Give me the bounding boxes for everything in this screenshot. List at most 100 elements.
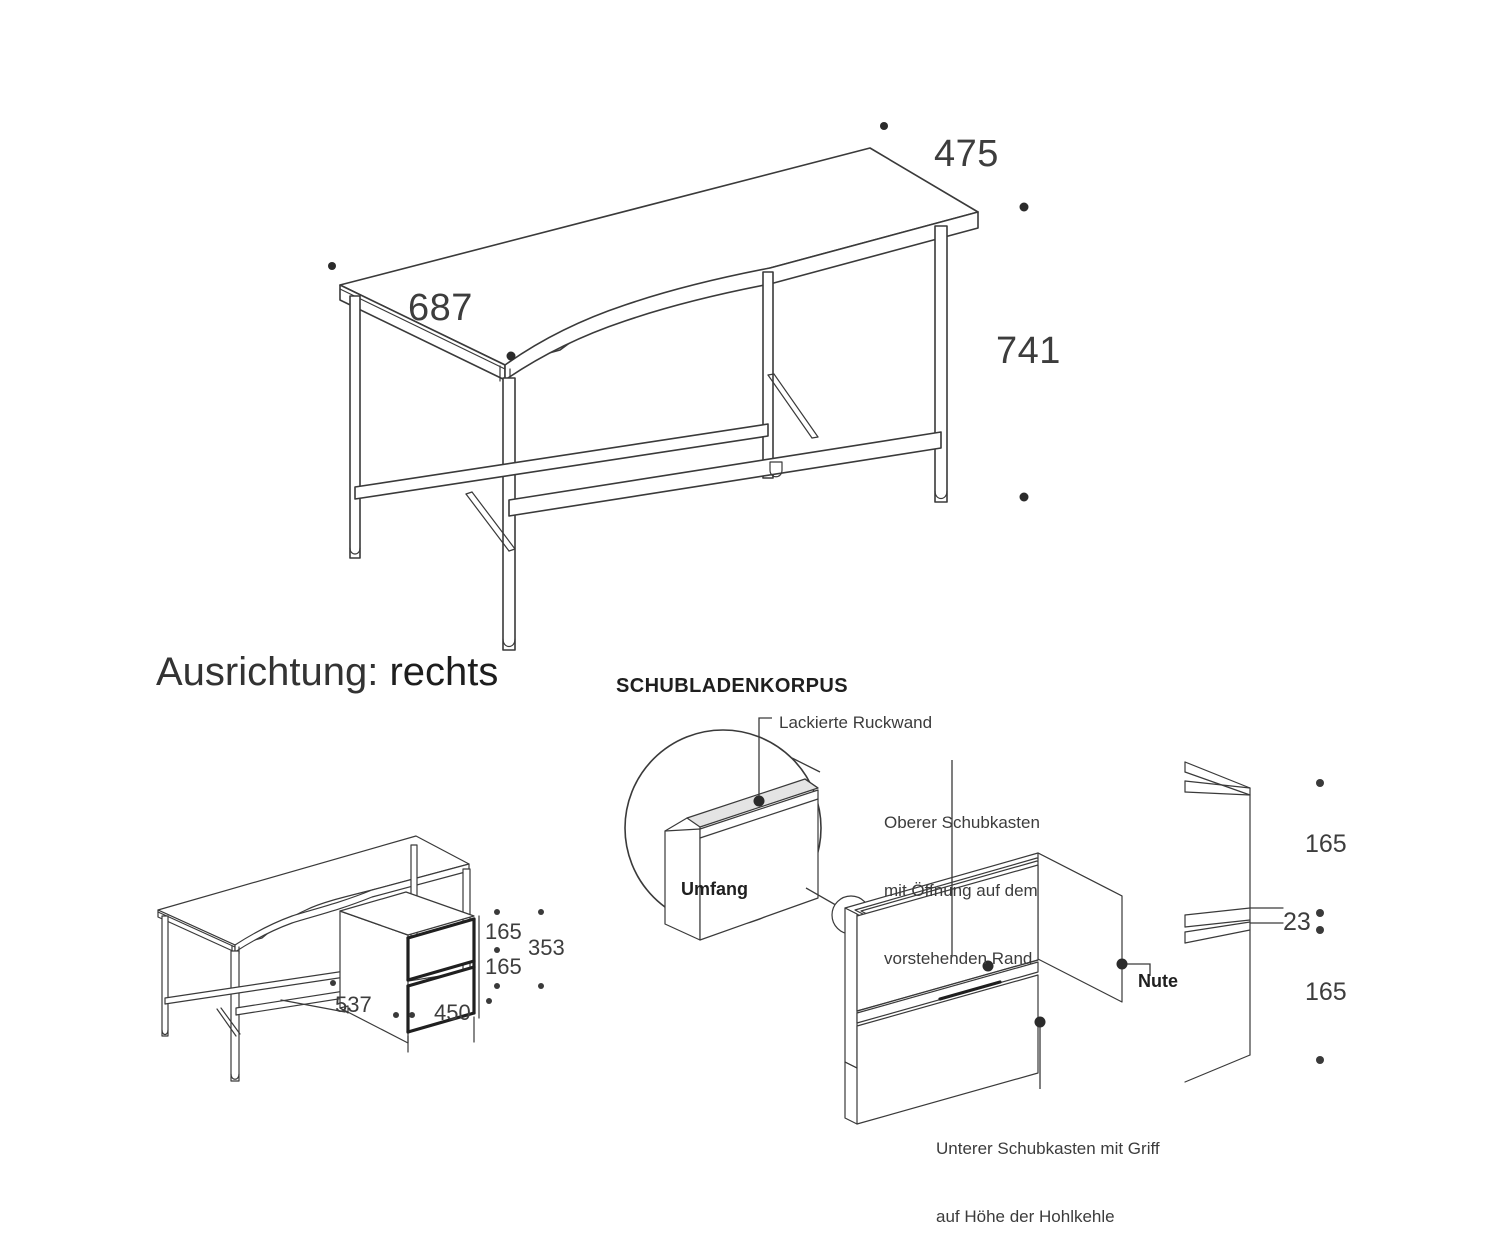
- leg-foot-back-left: [349, 547, 361, 555]
- dim-dot: [1316, 779, 1324, 787]
- handle-recess-shadow: [938, 980, 1002, 1001]
- section-groove-b: [1184, 921, 1251, 944]
- dim-dot: [330, 980, 336, 986]
- brace-right-cap: [767, 373, 819, 439]
- dim-upper-165: 165: [485, 919, 522, 944]
- leg-foot-front-left: [502, 638, 516, 648]
- dim-tick-depth: [339, 1005, 349, 1014]
- dim-height-741: 741: [996, 330, 1061, 372]
- leg-front-right: [934, 225, 948, 503]
- dim-dot: [328, 262, 336, 270]
- brace-left-cap: [465, 491, 516, 552]
- dim-dot: [486, 998, 492, 1004]
- drawer-carcass-isometric: [844, 760, 1151, 1125]
- stretcher-rail-back: [354, 423, 769, 500]
- carcass-bottom-left-edge: [844, 1061, 858, 1125]
- brace-right: [767, 373, 819, 439]
- annotation-upper-drawer-line1: Oberer Schubkasten: [884, 813, 1040, 833]
- detail-panel-groove: [699, 798, 819, 839]
- annotation-upper-drawer-line3: vorstehenden Rand: [884, 948, 1033, 968]
- section-groove: [1184, 907, 1251, 928]
- dim-dot: [538, 983, 544, 989]
- dim-dot: [1316, 909, 1324, 917]
- leg-back-left: [349, 295, 361, 559]
- dim-dot: [494, 983, 500, 989]
- dim-width-687: 687: [408, 287, 473, 329]
- dim-dot: [409, 1012, 415, 1018]
- dim-dot: [880, 122, 888, 130]
- upper-drawer-dot: [982, 960, 994, 972]
- dim-dot: [1316, 1056, 1324, 1064]
- upper-drawer-bottom-line: [406, 959, 476, 982]
- section-upper-fold-b: [1184, 780, 1251, 796]
- annotation-lower-drawer-line2: auf Höhe der Hohlkehle: [936, 1207, 1115, 1227]
- small-leg-front-left: [230, 950, 240, 1082]
- annotation-lower-drawer: Unterer Schubkasten mit Griff auf Höhe d…: [936, 1093, 1160, 1251]
- detail-zoom-leader-2: [791, 757, 821, 773]
- dim-dot: [393, 1012, 399, 1018]
- carcass-left-face: [844, 907, 858, 1069]
- callout-lackierte-ruckwand: Lackierte Ruckwand: [779, 713, 933, 732]
- detail-circle-group: [624, 717, 871, 941]
- dim-depth-537: 537: [335, 992, 372, 1017]
- dim-section-lower-165: 165: [1305, 978, 1347, 1006]
- dim-depth-475: 475: [934, 133, 999, 175]
- leg-foot-front-right: [934, 490, 948, 500]
- orientation-line: Ausrichtung: rechts: [156, 650, 498, 695]
- detail-panel-corner: [804, 778, 819, 789]
- upper-drawer-bottom-edge: [856, 959, 1039, 1012]
- carcass-right-face: [1037, 852, 1123, 1003]
- lower-drawer-top-line: [406, 965, 476, 988]
- dim-dot: [506, 351, 516, 361]
- annotation-upper-drawer: Oberer Schubkasten mit Öffnung auf dem v…: [884, 767, 1040, 993]
- small-leg-back-left: [161, 915, 169, 1037]
- desktop-edge-crease: [339, 288, 506, 370]
- annotation-lower-drawer-line1: Unterer Schubkasten mit Griff: [936, 1139, 1160, 1159]
- dim-section-gap-23: 23: [1283, 908, 1311, 936]
- annotation-upper-drawer-line2: mit Öffnung auf dem: [884, 881, 1038, 901]
- brace-left: [465, 491, 516, 552]
- desk-with-pedestal: [157, 835, 544, 1082]
- dim-dot: [1316, 926, 1324, 934]
- lower-drawer-front: [856, 974, 1039, 1125]
- detail-label-umfang: Umfang: [681, 879, 748, 899]
- small-desktop-crease: [157, 911, 236, 948]
- orientation-value: rechts: [389, 650, 499, 694]
- dim-dot: [1019, 202, 1029, 212]
- detail-panel-top-edge: [664, 817, 701, 832]
- stretcher-rail-front: [508, 431, 942, 517]
- pedestal-top-panel: [339, 891, 475, 936]
- nute-leader: [1122, 963, 1151, 976]
- dim-width-450: 450: [434, 1000, 471, 1025]
- section-title-schubladenkorpus: SCHUBLADENKORPUS: [616, 675, 848, 697]
- section-panel-bottom: [1184, 1054, 1251, 1083]
- ruckwand-leader-dot: [753, 795, 765, 807]
- dim-ext-depth: [280, 999, 346, 1013]
- dim-total-353: 353: [528, 935, 565, 960]
- detail-panel-side: [699, 789, 819, 941]
- section-upper-fold-a: [1184, 761, 1251, 796]
- dim-ext-width: [407, 1016, 475, 1053]
- lower-drawer-bottom-line: [406, 1011, 476, 1034]
- dim-dot: [494, 909, 500, 915]
- carcass-left-bottom: [844, 1061, 858, 1069]
- annotation-nute: Nute: [1138, 971, 1178, 991]
- nute-dot: [1116, 958, 1128, 970]
- dim-lower-165: 165: [485, 954, 522, 979]
- desk-isometric-main: [328, 122, 1029, 651]
- dim-dot: [1019, 492, 1029, 502]
- dim-dot: [494, 947, 500, 953]
- small-brace: [216, 1007, 241, 1037]
- dim-section-upper-165: 165: [1305, 830, 1347, 858]
- rail-glide: [769, 461, 783, 478]
- side-section-view: [1184, 761, 1324, 1083]
- small-foot: [161, 1029, 169, 1036]
- orientation-label: Ausrichtung:: [156, 650, 379, 694]
- ruckwand-leader: [758, 717, 772, 726]
- small-foot: [230, 1073, 240, 1080]
- dim-dot: [538, 909, 544, 915]
- drawer-groove-gap: [856, 961, 1039, 1024]
- upper-drawer-top-line: [406, 917, 476, 940]
- desktop-edge-front: [504, 211, 979, 381]
